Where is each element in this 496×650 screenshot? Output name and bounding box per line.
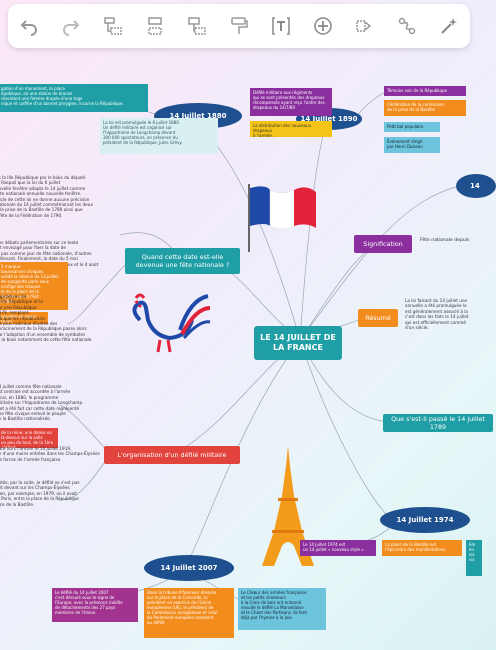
note-1880-law: La loi est promulguée le 6 juillet 1880.… <box>100 118 218 154</box>
format-painter-icon[interactable] <box>226 13 252 39</box>
france-flag-icon <box>248 184 316 252</box>
topic-resume[interactable]: Résumé <box>358 309 398 327</box>
topic-label: Quand cette date est-elle devenue une fê… <box>135 253 230 269</box>
text-fete-nationale: Fête nationale depuis <box>420 238 470 243</box>
connection-icon[interactable] <box>394 13 420 39</box>
oval-label: 14 Juillet 1890 <box>300 115 358 123</box>
note-centenaire: Célébration de la centenaire de la prise… <box>384 100 466 116</box>
text-loi-raspail: us la IIIe République par le biais du dé… <box>0 175 93 218</box>
topic-signification[interactable]: Signification <box>354 235 412 253</box>
rooster-icon <box>132 293 211 353</box>
topic-label: Signification <box>363 240 403 248</box>
note-2007-europe: Le défilé du 14 juillet 2007 c'est dérou… <box>52 588 138 622</box>
oval-14-juillet-1974[interactable]: 14 Juillet 1974 <box>380 507 470 533</box>
text-resume: La loi faisant du 14 juillet une annuell… <box>405 298 469 330</box>
text-bastille: notés, par la suite, le défilé ne s'est … <box>0 480 80 507</box>
note-1890-defile: Défilé militaire aux régiments qui se so… <box>250 88 332 116</box>
oval-label: 14 Juillet 2007 <box>160 564 218 572</box>
topic-label: Que s'est-il passé le 14 juillet 1789 <box>391 415 485 431</box>
note-daisson: Événement dirigé par Henri Daisson <box>384 137 440 153</box>
eiffel-tower-icon <box>262 446 314 566</box>
insert-child-icon[interactable] <box>100 13 126 39</box>
topic-label: Résumé <box>365 314 391 322</box>
oval-14-partial[interactable]: 14 <box>456 174 496 198</box>
redo-icon[interactable] <box>58 13 84 39</box>
topic-label: L'organisation d'un défilé militaire <box>117 451 227 459</box>
topic-quand[interactable]: Quand cette date est-elle devenue une fê… <box>125 248 240 274</box>
note-bal: Petit bal populaire <box>384 122 440 132</box>
note-1890-drapeaux: La distribution des nouveaux drapeaux à … <box>250 121 332 138</box>
note-1974-style: Le 14 juillet 1974 est un 14 juillet « n… <box>300 540 376 556</box>
oval-14-juillet-2007[interactable]: 14 Juillet 2007 <box>144 555 234 581</box>
note-reine: de la reine, une danse ou là-dessus sur … <box>0 428 58 450</box>
insert-parent-icon[interactable] <box>184 13 210 39</box>
text-symboles: législatives de la IIIe République et la… <box>0 294 93 342</box>
oval-label: 14 <box>470 182 480 190</box>
oval-label: 14 Juillet 1880 <box>169 112 227 120</box>
text-defile-armee: 14 juillet comme fête nationale est cent… <box>0 384 84 422</box>
relationship-icon[interactable] <box>352 13 378 39</box>
note-2007-tribune: Dans la tribune d'honneur dressée sur la… <box>144 588 234 638</box>
note-1974-partial: Em en vis vic <box>466 540 482 576</box>
note-1974-bastille: La place de la Bastille est l'épicentre … <box>382 540 462 556</box>
topic-passe[interactable]: Que s'est-il passé le 14 juillet 1789 <box>383 414 493 432</box>
topic-defile[interactable]: L'organisation d'un défilé militaire <box>104 446 240 464</box>
central-topic-title: LE 14 JUILLET DE LA FRANCE <box>260 333 336 352</box>
note-revue: passées en revue trises. <box>0 312 48 324</box>
central-topic[interactable]: LE 14 JUILLET DE LA FRANCE <box>254 326 342 360</box>
insert-sibling-icon[interactable] <box>142 13 168 39</box>
note-1880-monument: gation d'un monument, la place épublique… <box>0 84 148 112</box>
text-1919: date hors l'ancien le 14 juillet 1919, u… <box>0 446 100 462</box>
magic-icon[interactable] <box>436 13 462 39</box>
note-temoins: Témoins voir de la République <box>384 86 466 96</box>
note-2007-choeur: Le Chœur des armées françaises et les pe… <box>238 588 326 630</box>
add-icon[interactable] <box>310 13 336 39</box>
insert-text-icon[interactable] <box>268 13 294 39</box>
toolbar <box>8 4 470 48</box>
undo-icon[interactable] <box>16 13 42 39</box>
note-rejouissances: 5 marque bouissances civiques. solidé la… <box>0 262 68 310</box>
oval-label: 14 Juillet 1974 <box>396 516 454 524</box>
